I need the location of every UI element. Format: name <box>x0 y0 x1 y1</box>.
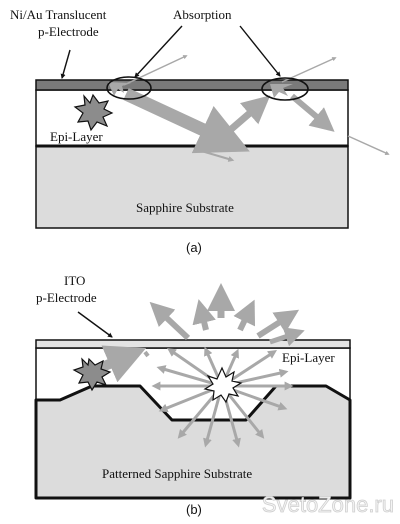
ray-arrow <box>108 82 131 96</box>
electrode-pointer-a <box>60 49 71 79</box>
ray-arrow <box>211 95 271 147</box>
ray-arrow <box>197 149 235 162</box>
absorption-pointer-right <box>239 25 281 77</box>
caption-a: (a) <box>186 240 202 255</box>
ray-arrow <box>143 350 150 358</box>
ray-arrow <box>270 84 293 98</box>
light-rays-a <box>108 55 390 162</box>
absorption-pointer-left <box>134 25 183 78</box>
electrode-label-a-line1: Ni/Au Translucent <box>10 7 107 22</box>
watermark: SvetoZone.ru <box>262 492 394 517</box>
ray-arrow <box>290 93 335 132</box>
ray-arrow <box>123 55 188 86</box>
ray-arrow <box>98 345 147 383</box>
absorption-ellipse-left <box>106 76 152 100</box>
light-source-star-a <box>73 93 114 132</box>
caption-b: (b) <box>186 502 202 517</box>
ray-arrow <box>156 365 223 388</box>
electrode-label-b-line2: p-Electrode <box>36 290 97 305</box>
ray-arrow <box>149 301 191 341</box>
substrate-label-b: Patterned Sapphire Substrate <box>102 466 252 481</box>
electrode-pointer-b <box>77 311 113 338</box>
ray-arrow <box>192 299 216 331</box>
ray-arrow <box>269 327 305 347</box>
electrode-label-a-line2: p-Electrode <box>38 24 99 39</box>
ray-arrow <box>256 309 300 339</box>
sapphire-substrate-a <box>35 145 349 229</box>
light-source-star-b1 <box>72 357 112 392</box>
substrate-label-a: Sapphire Substrate <box>136 200 234 215</box>
light-source-star-b2 <box>203 366 243 404</box>
translucent-p-electrode-a <box>35 79 349 91</box>
diagram-b: ITO p-Electrode Epi-Layer Patterned Sapp… <box>34 273 352 517</box>
ito-p-electrode <box>35 339 351 349</box>
electrode-label-b-line1: ITO <box>64 273 85 288</box>
epi-layer-label-b: Epi-Layer <box>282 350 335 365</box>
absorption-ellipse-right <box>261 77 309 101</box>
patterned-sapphire-substrate <box>34 384 352 500</box>
absorption-label: Absorption <box>173 7 232 22</box>
ray-arrow <box>347 135 390 155</box>
epi-layer-label-a: Epi-Layer <box>50 129 103 144</box>
diagram-a: Ni/Au Translucent p-Electrode Absorption… <box>10 7 390 255</box>
ray-arrow <box>233 299 256 332</box>
